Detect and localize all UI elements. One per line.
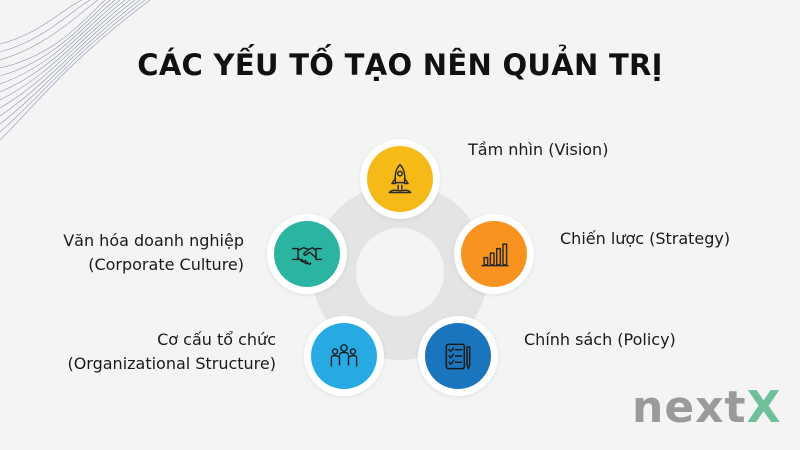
vision-label-line1: Tầm nhìn (Vision)	[468, 140, 609, 159]
structure-node	[304, 316, 384, 396]
structure-label-line2: (Organizational Structure)	[67, 354, 276, 373]
strategy-label: Chiến lược (Strategy)	[560, 227, 730, 251]
logo-text: next	[632, 382, 747, 433]
bar-chart-icon	[481, 243, 509, 267]
vision-node	[360, 139, 440, 219]
strategy-node	[454, 214, 534, 294]
vision-label: Tầm nhìn (Vision)	[468, 138, 608, 162]
structure-label: Cơ cấu tổ chức (Organizational Structure…	[20, 328, 276, 376]
vision-disc	[367, 146, 433, 212]
decorative-wave-lines	[0, 0, 151, 141]
culture-label-line2: (Corporate Culture)	[88, 255, 244, 274]
culture-disc	[274, 221, 340, 287]
policy-label: Chính sách (Policy)	[524, 328, 676, 352]
handshake-icon	[291, 247, 323, 265]
policy-disc	[425, 323, 491, 389]
culture-label: Văn hóa doanh nghiệp (Corporate Culture)	[10, 229, 244, 277]
checklist-icon	[445, 343, 471, 370]
logo-accent: X	[746, 382, 782, 433]
rocket-icon	[388, 163, 412, 194]
structure-disc	[311, 323, 377, 389]
structure-label-line1: Cơ cấu tổ chức	[157, 330, 276, 349]
culture-label-line1: Văn hóa doanh nghiệp	[63, 231, 244, 250]
team-icon	[330, 344, 358, 367]
policy-label-line1: Chính sách (Policy)	[524, 330, 676, 349]
strategy-disc	[461, 221, 527, 287]
nextx-logo: nextX	[632, 384, 782, 432]
culture-node	[267, 214, 347, 294]
policy-node	[418, 316, 498, 396]
strategy-label-line1: Chiến lược (Strategy)	[560, 229, 731, 248]
page-title: CÁC YẾU TỐ TẠO NÊN QUẢN TRỊ	[137, 48, 663, 82]
